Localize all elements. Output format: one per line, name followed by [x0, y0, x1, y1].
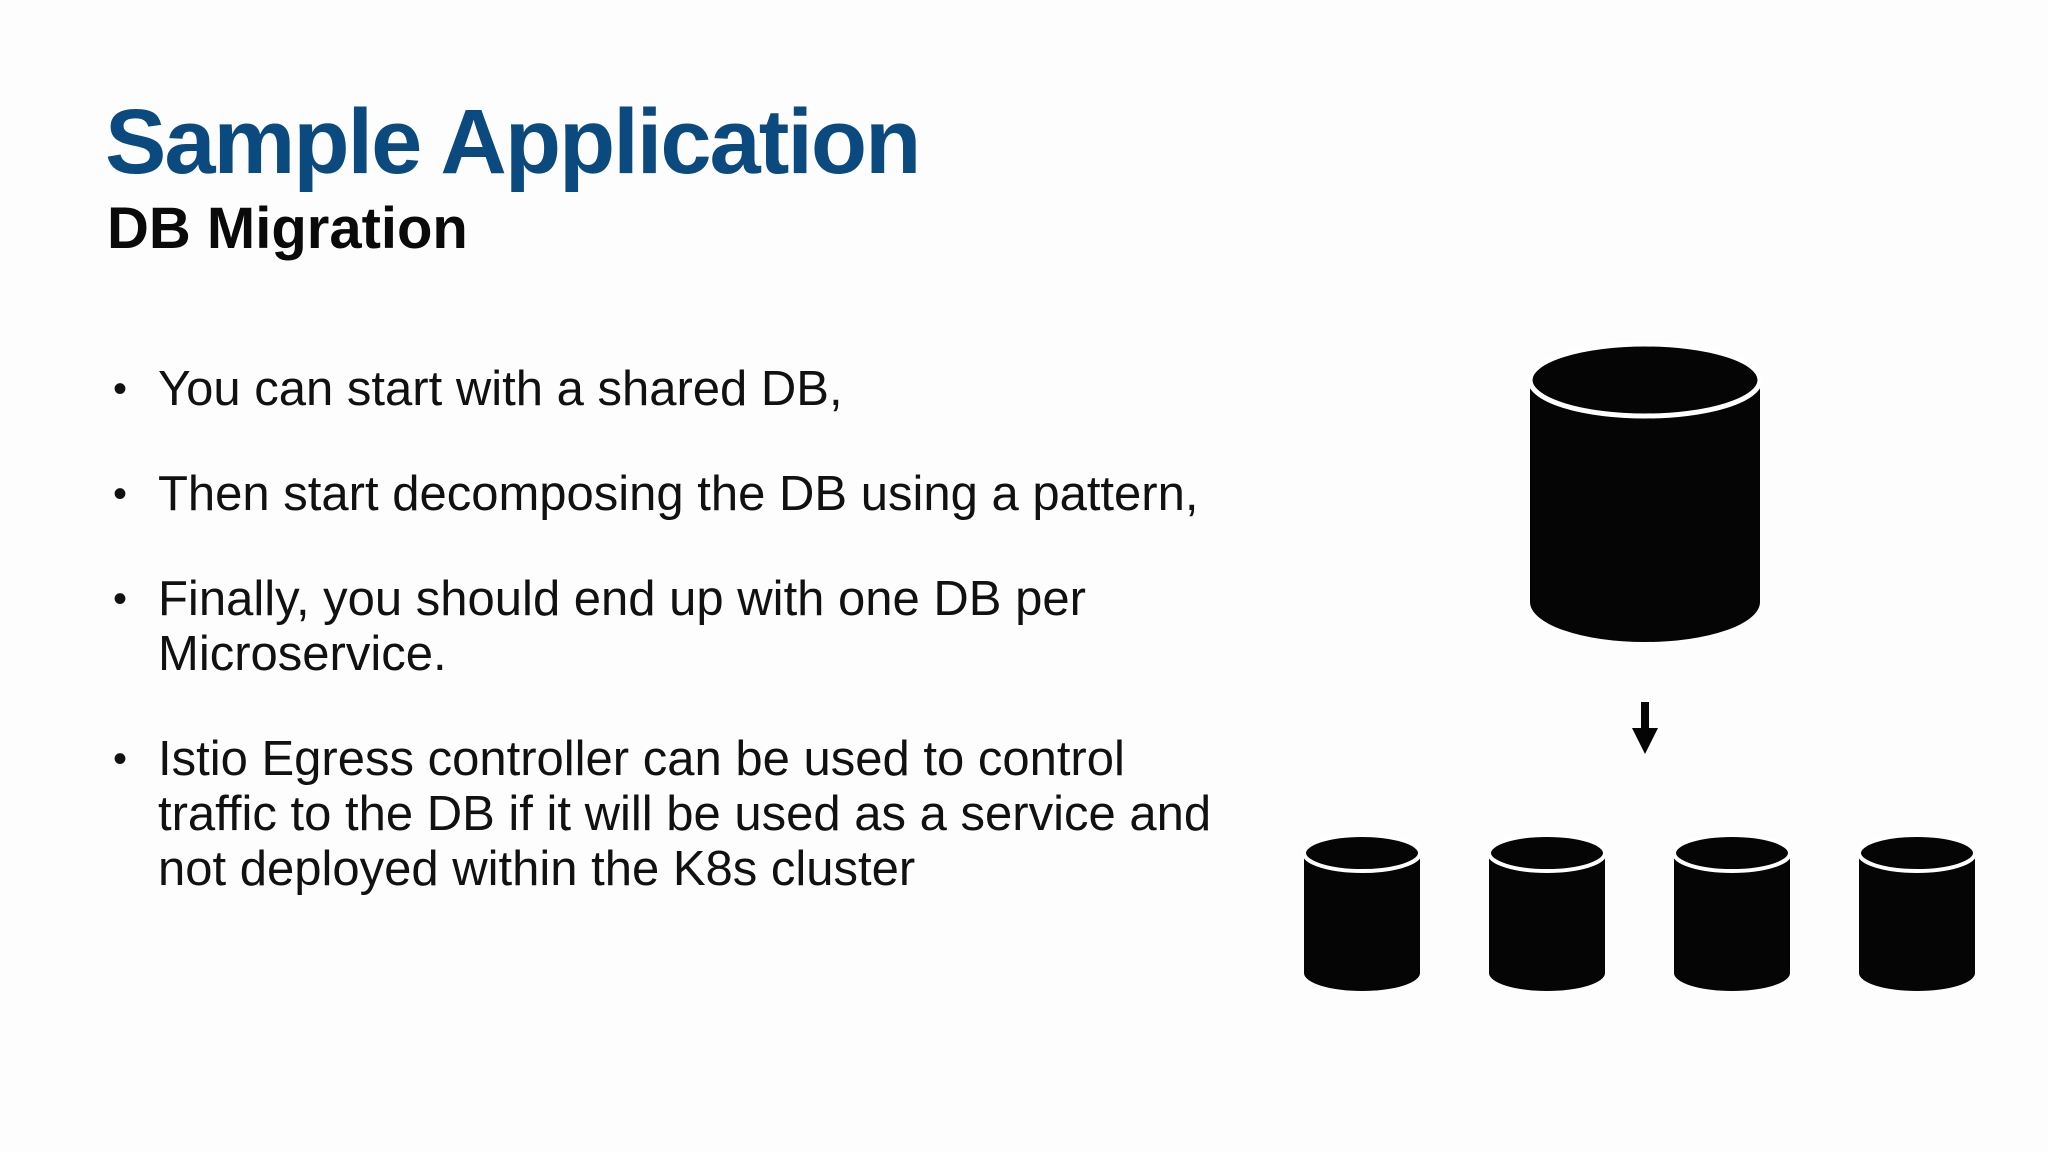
database-icon: [1857, 833, 1977, 991]
bullet-item: • Then start decomposing the DB using a …: [105, 467, 1225, 522]
bullet-text: You can start with a shared DB,: [158, 362, 843, 416]
bullet-dot: •: [112, 367, 127, 411]
database-icon: [1672, 833, 1792, 991]
slide-title: Sample Application: [105, 91, 921, 193]
bullet-item: • Finally, you should end up with one DB…: [105, 572, 1225, 682]
bullet-dot: •: [112, 577, 127, 621]
database-icon: [1302, 833, 1422, 991]
bullet-text: Then start decomposing the DB using a pa…: [158, 467, 1199, 521]
arrow-down-icon: [1632, 702, 1658, 754]
database-icon: [1487, 833, 1607, 991]
slide-subtitle: DB Migration: [107, 196, 468, 261]
bullet-dot: •: [112, 737, 127, 781]
bullet-list: • You can start with a shared DB, • Then…: [105, 362, 1225, 947]
bullet-text: Finally, you should end up with one DB p…: [158, 572, 1086, 681]
bullet-text: Istio Egress controller can be used to c…: [158, 732, 1212, 896]
bullet-dot: •: [112, 472, 127, 516]
bullet-item: • Istio Egress controller can be used to…: [105, 732, 1225, 897]
bullet-item: • You can start with a shared DB,: [105, 362, 1225, 417]
shared-database-icon: [1527, 341, 1763, 642]
